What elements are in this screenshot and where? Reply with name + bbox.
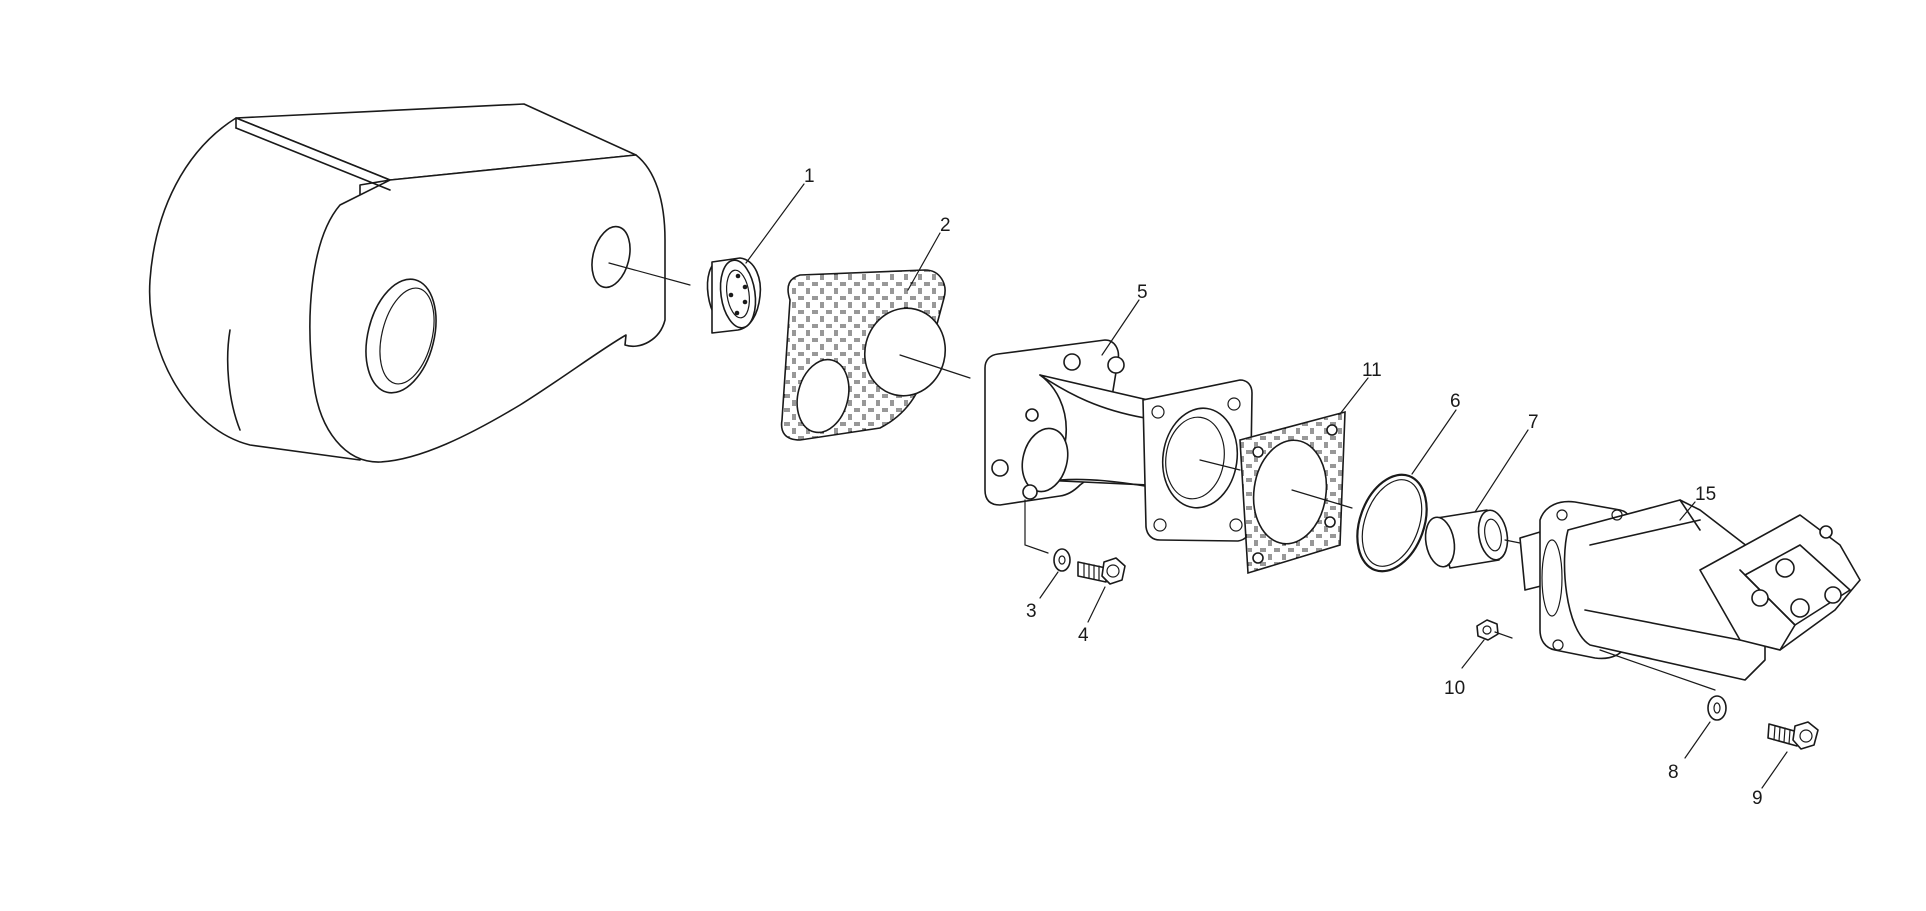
axis-line-2-5 xyxy=(899,354,971,379)
callout-6: 6 xyxy=(1450,391,1461,412)
callout-labels: 1 2 3 4 5 6 7 8 9 10 11 15 xyxy=(804,166,1763,809)
part-10-nut xyxy=(1476,619,1513,641)
part-2-gasket xyxy=(780,269,947,441)
part-6-o-ring xyxy=(1356,473,1428,573)
callout-7: 7 xyxy=(1528,412,1539,433)
callout-3: 3 xyxy=(1026,601,1037,622)
part-7-coupling-sleeve xyxy=(1424,509,1521,569)
axis-line-11-6 xyxy=(1291,489,1353,509)
callout-2: 2 xyxy=(940,215,951,236)
part-3-washer xyxy=(1053,548,1071,572)
gearbox-housing xyxy=(148,103,691,463)
callout-4: 4 xyxy=(1078,625,1089,646)
callout-5: 5 xyxy=(1137,282,1148,303)
part-15-hydraulic-motor xyxy=(1519,499,1861,691)
part-11-gasket xyxy=(1239,410,1346,575)
part-5-adapter-housing xyxy=(984,339,1253,554)
callout-8: 8 xyxy=(1668,762,1679,783)
part-9-bolt xyxy=(1767,721,1819,750)
callout-15: 15 xyxy=(1695,484,1716,505)
axis-line-5-11 xyxy=(1199,459,1241,471)
part-1-bearing xyxy=(706,257,762,334)
part-4-bolt xyxy=(1077,557,1126,585)
callout-10: 10 xyxy=(1444,678,1465,699)
callout-1: 1 xyxy=(804,166,815,187)
leader-lines xyxy=(745,183,1788,789)
callout-11: 11 xyxy=(1362,360,1382,381)
part-8-washer xyxy=(1707,695,1727,721)
callout-9: 9 xyxy=(1752,788,1763,809)
